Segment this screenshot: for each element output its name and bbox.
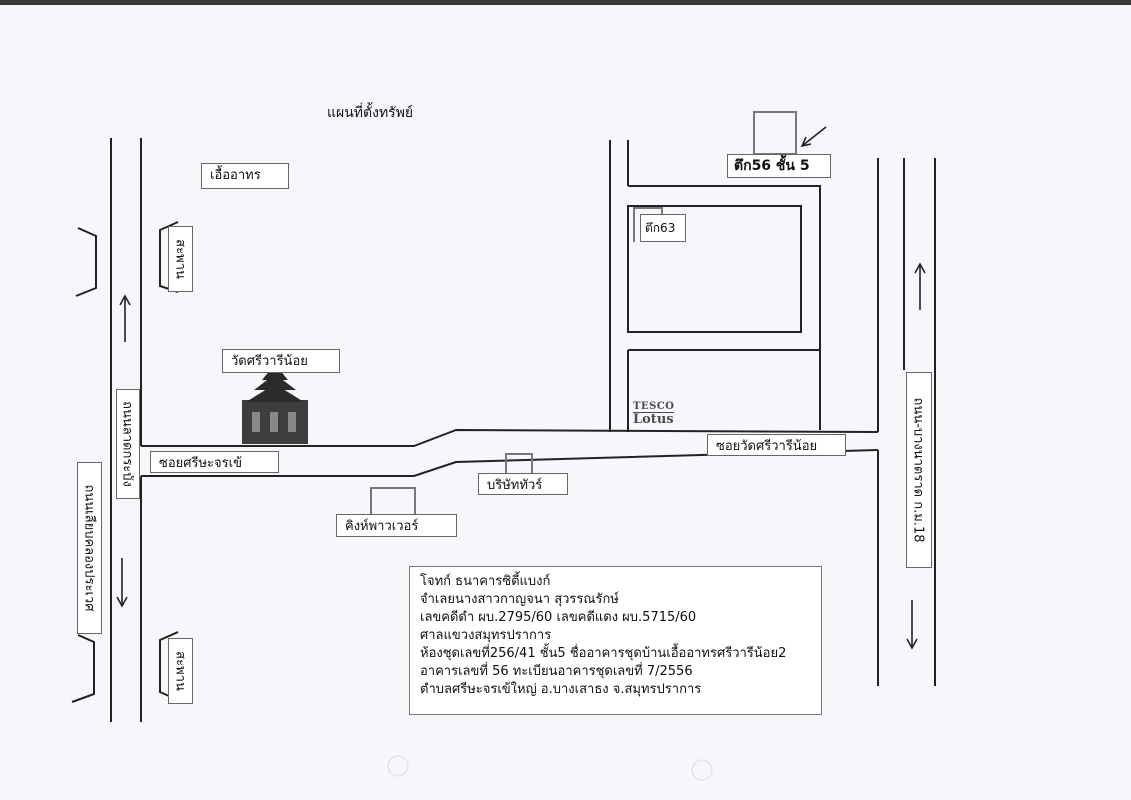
label-wat: วัดศรีวารีน้อย bbox=[222, 349, 340, 373]
label-road-left-inner-text: ถนนลาดกระบัง bbox=[119, 401, 135, 487]
punch-hole bbox=[691, 759, 713, 781]
label-road-left-inner: ถนนลาดกระบัง bbox=[116, 389, 140, 499]
king-power-outline bbox=[370, 487, 416, 514]
label-soi-wat: ซอยวัดศรีวารีน้อย bbox=[707, 434, 846, 456]
pointer-arrow-icon bbox=[800, 126, 827, 148]
info-line-unit: ห้องชุดเลขที่256/41 ชั้น5 ชื่ออาคารชุดบ้… bbox=[420, 646, 787, 661]
label-bridge-top-text: สะพาน bbox=[172, 239, 187, 279]
soi-lower-edge bbox=[141, 449, 879, 477]
info-line-building: อาคารเลขที่ 56 ทะเบียนอาคารชุดเลขที่ 7/2… bbox=[420, 664, 693, 679]
label-bridge-bottom-text: สะพาน bbox=[172, 651, 187, 691]
bridge-bracket-top-left bbox=[75, 227, 97, 297]
soi-upper-edge bbox=[141, 428, 879, 447]
info-line-location: ตำบลศรีษะจรเข้ใหญ่ อ.บางเสาธง จ.สมุทรปรา… bbox=[420, 682, 702, 697]
punch-hole bbox=[387, 755, 409, 777]
building-63-outline bbox=[633, 207, 663, 242]
scan-edge bbox=[0, 0, 1131, 5]
info-line-plaintiff: โจทก์ ธนาคารซิตี้แบงก์ bbox=[420, 574, 551, 589]
compound-block bbox=[627, 205, 802, 333]
down-arrow-icon bbox=[906, 600, 918, 650]
info-line-court: ศาลแขวงสมุทรปราการ bbox=[420, 628, 552, 643]
label-road-right-text: ถนน-บางนาตราด ก.ม.18 bbox=[910, 397, 926, 543]
label-bridge-bottom: สะพาน bbox=[168, 638, 193, 704]
building-56-outline bbox=[753, 111, 797, 155]
label-road-left-outer: ถนนเลียบคลองประเวศ bbox=[77, 462, 102, 634]
label-king-power: คิงห์พาวเวอร์ bbox=[336, 514, 457, 537]
label-building-63: ตึก63 bbox=[640, 214, 686, 242]
label-road-left-outer-text: ถนนเลียบคลองประเวศ bbox=[81, 484, 96, 612]
label-bridge-top: สะพาน bbox=[168, 226, 193, 292]
label-ua-athon: เอื้ออาทร bbox=[201, 163, 289, 189]
label-road-right: ถนน-บางนาตราด ก.ม.18 bbox=[906, 372, 932, 568]
info-line-defendant: จำเลยนางสาวกาญจนา สุวรรณรักษ์ bbox=[420, 592, 619, 607]
up-arrow-icon bbox=[914, 262, 926, 310]
label-soi-srisa: ซอยศรีษะจรเข้ bbox=[150, 451, 279, 473]
case-info-box: โจทก์ ธนาคารซิตี้แบงก์ จำเลยนางสาวกาญจนา… bbox=[409, 566, 822, 715]
temple-icon bbox=[242, 354, 308, 444]
map-title: แผนที่ตั้งทรัพย์ bbox=[327, 105, 414, 121]
info-line-case-numbers: เลขคดีดำ ผบ.2795/60 เลขคดีแดง ผบ.5715/60 bbox=[420, 610, 697, 625]
lotus-text: Lotus bbox=[633, 412, 674, 427]
company-tour-outline bbox=[505, 453, 533, 478]
label-building-56: ตึก56 ชั้น 5 bbox=[727, 154, 831, 178]
label-company-tour: บริษัททัวร์ bbox=[478, 473, 568, 495]
tesco-lotus-logo: TESCO Lotus bbox=[633, 401, 675, 427]
road-mid-line-3 bbox=[628, 185, 821, 430]
down-arrow-icon bbox=[116, 558, 128, 608]
tesco-text: TESCO bbox=[633, 401, 675, 413]
up-arrow-icon bbox=[119, 294, 131, 342]
bridge-bracket-bottom-left bbox=[71, 634, 95, 703]
